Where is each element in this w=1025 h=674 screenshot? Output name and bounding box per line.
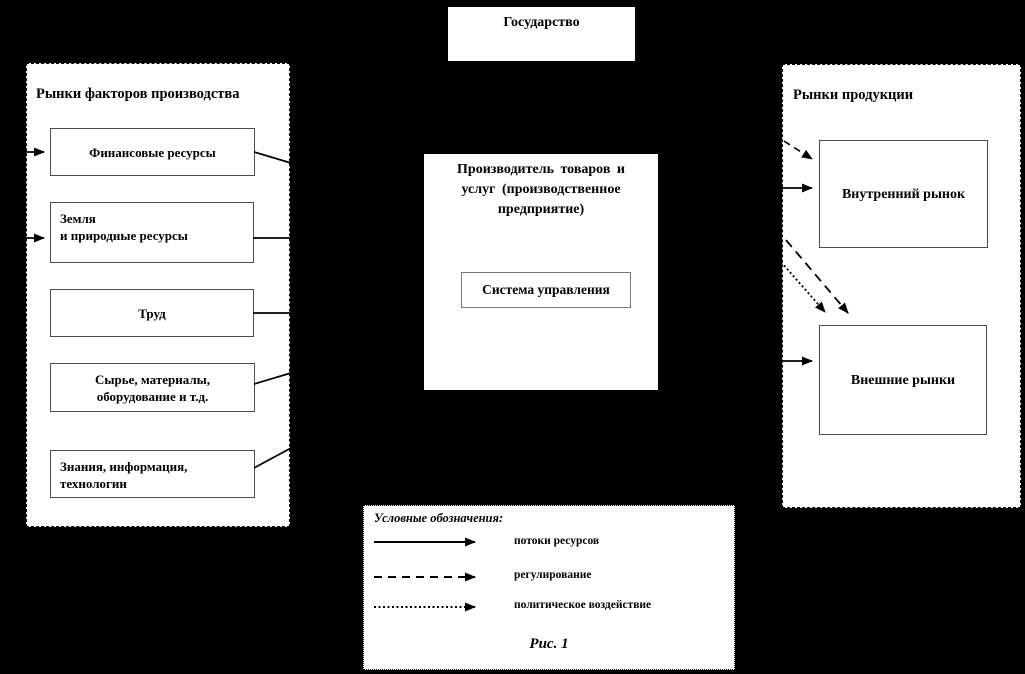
management-system-label: Система управления (482, 282, 610, 297)
producer-label-line2: услуг (производственное (461, 182, 621, 197)
legend-label-political-influence: политическое воздействие (514, 599, 652, 611)
producer-label-line3: предприятие) (497, 202, 585, 217)
financial-resources-label: Финансовые ресурсы (89, 144, 216, 160)
foreign-markets-label: Внешние рынки (850, 372, 956, 388)
legend-title: Условные обозначения: (374, 511, 504, 525)
management-system-box: Система управления (461, 272, 631, 308)
legend-label-regulation: регулирование (514, 569, 592, 581)
knowledge-line2: технологии (60, 476, 127, 491)
knowledge-information-box: Знания, информация, технологии (50, 450, 255, 498)
product-markets-title: Рынки продукции (793, 87, 914, 103)
producer-label: Производитель товаров и услуг (производс… (424, 154, 658, 220)
domestic-market-box: Внутренний рынок (819, 140, 988, 248)
foreign-markets-box: Внешние рынки (819, 325, 987, 435)
land-natural-resources-box: Земля и природные ресурсы (50, 202, 254, 263)
state-box-label: Государство (503, 15, 580, 30)
legend-box: Условные обозначения: потоки ресурсов ре… (363, 505, 735, 670)
raw-materials-line2: оборудование и т.д. (96, 388, 209, 404)
legend-label-resource-flows: потоки ресурсов (514, 535, 600, 547)
raw-materials-label: Сырье, материалы, оборудование и т.д. (95, 371, 210, 405)
raw-materials-box: Сырье, материалы, оборудование и т.д. (50, 363, 255, 412)
raw-materials-line1: Сырье, материалы, (94, 371, 211, 387)
land-label-line1: Земля (60, 211, 96, 226)
labor-label: Труд (138, 305, 166, 321)
producer-box: Производитель товаров и услуг (производс… (422, 152, 660, 392)
domestic-market-label: Внутренний рынок (841, 186, 966, 202)
producer-label-line1: Производитель товаров и (457, 162, 625, 177)
product-markets-panel: Рынки продукции Внутренний рынок Внешние… (782, 64, 1021, 508)
knowledge-line1: Знания, информация, (60, 459, 188, 474)
land-label-line2: и природные ресурсы (60, 228, 188, 243)
labor-box: Труд (50, 289, 254, 337)
factor-markets-title: Рынки факторов производства (36, 86, 240, 102)
financial-resources-box: Финансовые ресурсы (50, 128, 255, 176)
figure-caption: Рис. 1 (529, 636, 569, 652)
state-box: Государство (446, 5, 637, 63)
factor-markets-panel: Рынки факторов производства Финансовые р… (26, 63, 290, 527)
